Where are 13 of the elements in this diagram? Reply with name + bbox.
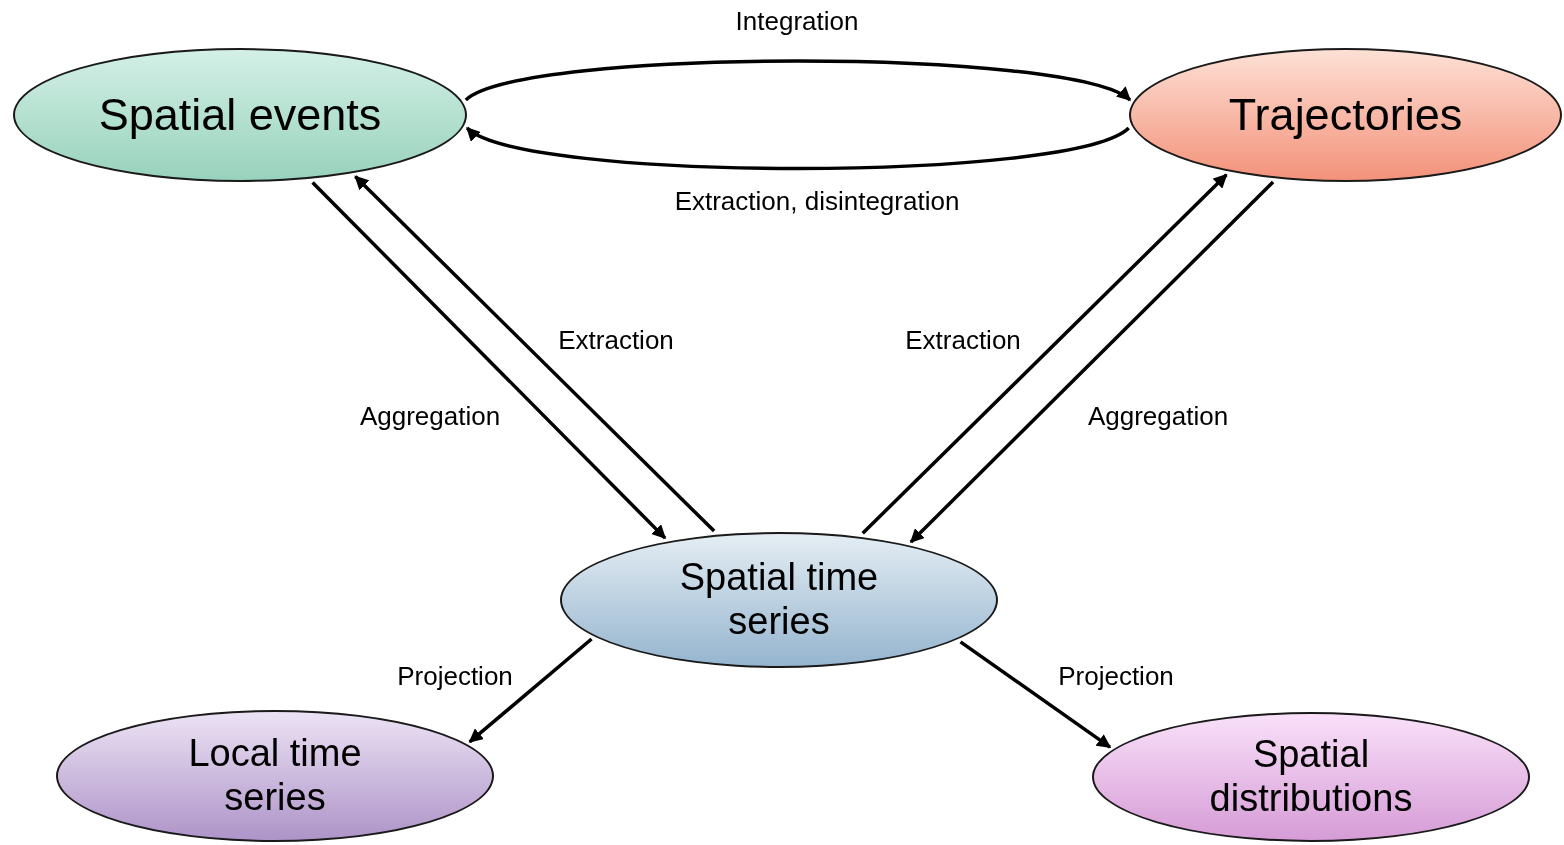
node-label: Local time series [187, 732, 363, 820]
node-label: Trajectories [1228, 89, 1463, 141]
curved-arrow [465, 59, 1132, 102]
arrow [909, 180, 1275, 544]
arrow [354, 175, 716, 533]
curved-arrow [465, 126, 1130, 171]
node-label: Spatial distributions [1208, 733, 1414, 821]
arrow [311, 181, 667, 540]
node-label: Spatial time series [678, 556, 880, 644]
arrow [468, 637, 593, 744]
arrow [861, 173, 1228, 535]
node-label: Spatial events [98, 89, 382, 141]
arrow [959, 640, 1112, 749]
